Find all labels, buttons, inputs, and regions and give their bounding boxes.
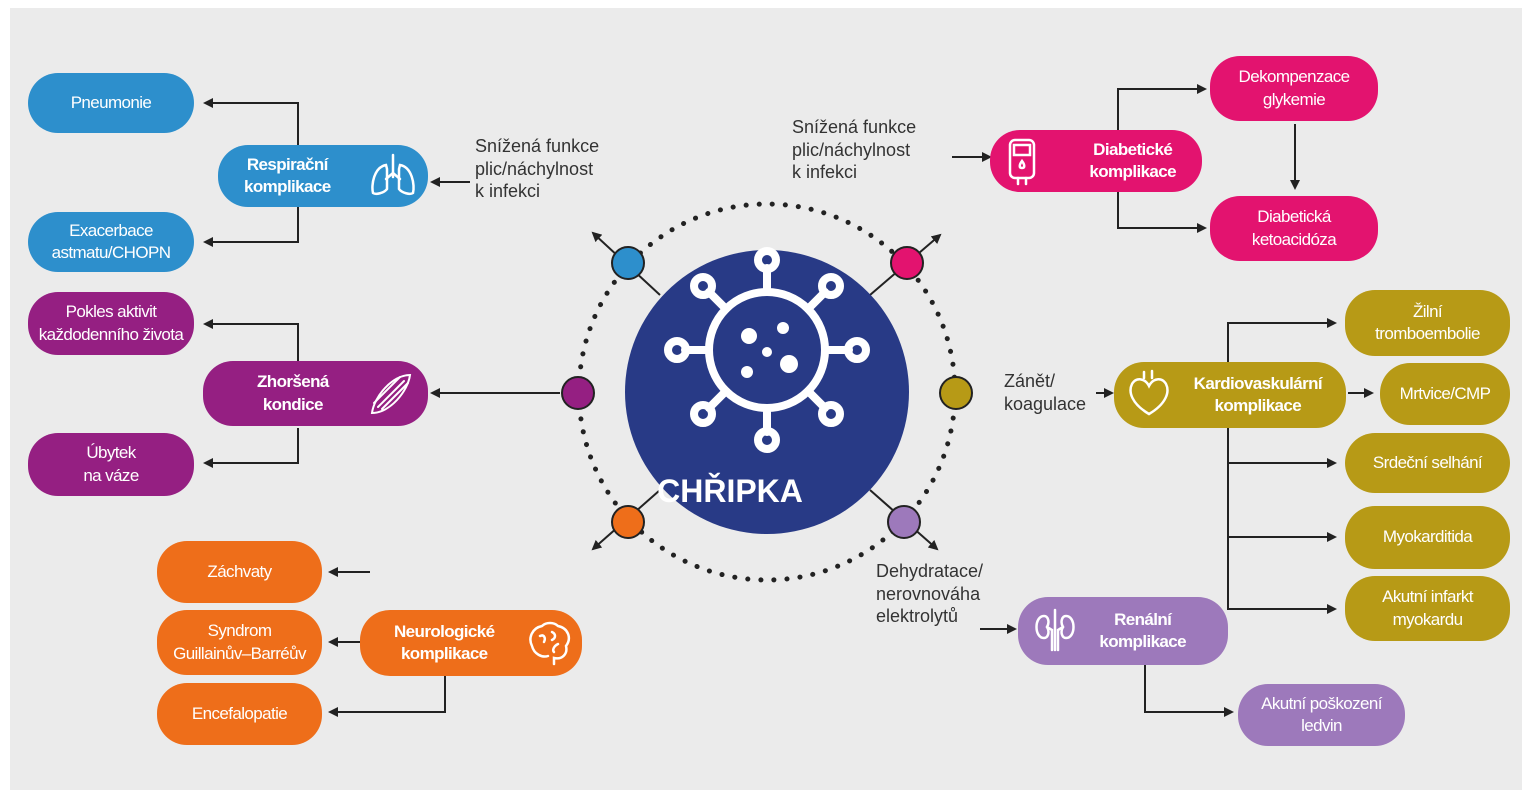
arrow-to-zilni xyxy=(1227,318,1337,362)
zilni-node: Žilní tromboembolie xyxy=(1345,290,1510,356)
pokles-node: Pokles aktivit každodenního života xyxy=(28,292,194,355)
node-respiratory xyxy=(611,246,645,280)
ubytek-node: Úbytek na váze xyxy=(28,433,194,496)
ketoacidoza-node: Diabetická ketoacidóza xyxy=(1210,196,1378,261)
virus-icon xyxy=(664,247,870,453)
cardio-cause-label: Zánět/ koagulace xyxy=(1004,371,1087,414)
heart-icon xyxy=(1129,369,1169,416)
renal-cause-label: Dehydratace/ nerovnováha elektrolytů xyxy=(876,561,984,626)
lungs-icon xyxy=(371,153,415,196)
respiratory-cause-label: Snížená funkce plic/náchylnost k infekci xyxy=(475,136,600,201)
node-neuro xyxy=(611,505,645,539)
syndrom-node: Syndrom Guillainův–Barréův xyxy=(157,610,322,675)
myokarditida-node: Myokarditida xyxy=(1345,506,1510,569)
encefalopatie-node: Encefalopatie xyxy=(157,683,322,745)
node-muscle xyxy=(561,376,595,410)
arrow-to-encefalopatie xyxy=(328,675,446,717)
arrow-to-myokarditida xyxy=(1227,463,1337,542)
glucometer-icon xyxy=(1008,138,1036,186)
brain-icon xyxy=(529,621,570,666)
diabetic-hub: Diabetické komplikace xyxy=(990,130,1202,192)
arrow-to-infarkt xyxy=(1227,537,1337,614)
muscle-icon xyxy=(370,373,412,415)
arrow-to-ubytek xyxy=(203,428,299,468)
dekompenzace-node: Dekompenzace glykemie xyxy=(1210,56,1378,121)
zachvaty-node: Záchvaty xyxy=(157,541,322,603)
neuro-hub: Neurologické komplikace xyxy=(360,610,582,676)
arrow-to-pneumonie xyxy=(203,98,299,145)
mrtvice-node: Mrtvice/CMP xyxy=(1380,363,1510,425)
node-diabetic xyxy=(890,246,924,280)
srdecni-node: Srdeční selhání xyxy=(1345,433,1510,493)
pneumonie-node: Pneumonie xyxy=(28,73,194,133)
cardio-hub: Kardiovaskulární komplikace xyxy=(1114,362,1346,428)
infarkt-node: Akutní infarkt myokardu xyxy=(1345,576,1510,641)
renal-hub: Renální komplikace xyxy=(1018,597,1228,665)
flu-hub xyxy=(625,250,909,534)
muscle-hub: Zhoršená kondice xyxy=(203,361,428,426)
exacerbace-node: Exacerbace astmatu/CHOPN xyxy=(28,212,194,272)
arrow-to-srdecni xyxy=(1227,428,1337,468)
node-cardio xyxy=(939,376,973,410)
arrow-to-dekompenzace xyxy=(1117,84,1207,135)
arrow-to-pokles xyxy=(203,319,299,362)
kidneys-icon xyxy=(1035,608,1075,652)
node-renal xyxy=(887,505,921,539)
flu-title: CHŘIPKA xyxy=(657,473,803,509)
arrow-to-akutni-poskozeni xyxy=(1144,665,1234,717)
arrow-to-ketoacidoza xyxy=(1117,190,1207,233)
arrow-to-exacerbace xyxy=(203,205,299,247)
akutni-poskozeni-node: Akutní poškození ledvin xyxy=(1238,684,1405,746)
respiratory-hub: Respirační komplikace xyxy=(218,145,428,207)
diabetic-cause-label: Snížená funkce plic/náchylnost k infekci xyxy=(792,117,917,182)
